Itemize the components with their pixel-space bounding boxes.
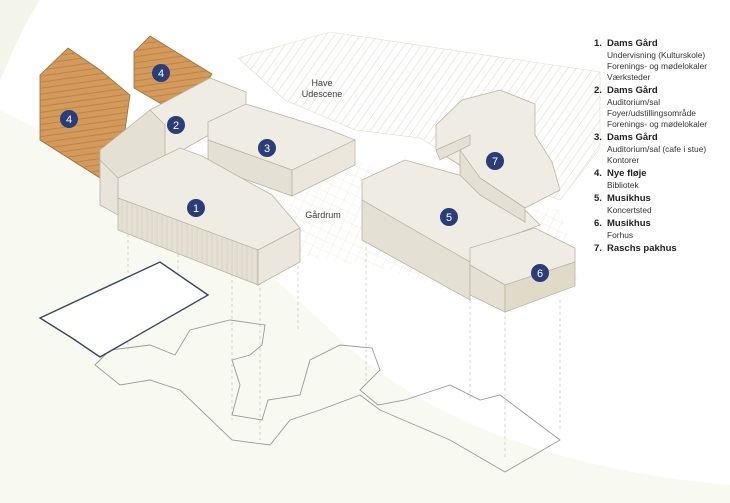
marker-4: 4 bbox=[152, 64, 170, 82]
legend-item: 7. Raschs pakhus bbox=[594, 243, 724, 255]
legend-item-detail: Kontorer bbox=[607, 155, 640, 165]
legend-item-heading: 3. Dams Gård bbox=[594, 132, 724, 144]
legend-item-heading: 4. Nye fløje bbox=[594, 168, 724, 180]
svg-text:5: 5 bbox=[446, 212, 452, 224]
garden-label: Udescene bbox=[302, 89, 343, 99]
legend-item-title: Musikhus bbox=[607, 193, 651, 204]
legend-item-heading: 2. Dams Gård bbox=[594, 85, 724, 97]
legend-item-detail: Forenings- og mødelokaler bbox=[607, 61, 708, 71]
legend-item-number: 6. bbox=[594, 218, 602, 229]
garden-label: Have bbox=[311, 78, 332, 88]
legend-item-heading: 5. Musikhus bbox=[594, 193, 724, 205]
svg-text:3: 3 bbox=[264, 143, 270, 155]
svg-text:6: 6 bbox=[537, 268, 543, 280]
floor-plan-new-wing bbox=[38, 261, 210, 358]
floor-plan-outline bbox=[94, 319, 561, 473]
building-6 bbox=[469, 227, 576, 313]
marker-7: 7 bbox=[486, 152, 504, 170]
building-3 bbox=[207, 103, 356, 197]
courtyard-label: Gårdrum bbox=[305, 210, 341, 220]
marker-1: 1 bbox=[187, 199, 205, 217]
legend-item-heading: 7. Raschs pakhus bbox=[594, 243, 724, 255]
legend-item-title: Nye fløje bbox=[607, 168, 647, 179]
legend-item-detail: Auditorium/sal (cafe i stue) bbox=[607, 144, 707, 154]
marker-3: 3 bbox=[258, 139, 276, 157]
marker-5: 5 bbox=[440, 208, 458, 226]
legend-item-detail: Forenings- og mødelokaler bbox=[607, 119, 708, 129]
legend-item-number: 2. bbox=[594, 85, 602, 96]
legend-item-number: 7. bbox=[594, 243, 602, 254]
legend-item-detail: Forhus bbox=[607, 230, 634, 240]
legend-item-number: 4. bbox=[594, 168, 602, 179]
legend-item-detail: Værksteder bbox=[607, 72, 651, 82]
svg-text:2: 2 bbox=[173, 120, 179, 132]
legend-item-title: Dams Gård bbox=[607, 38, 658, 49]
legend-item-number: 3. bbox=[594, 132, 602, 143]
legend-item-heading: 1. Dams Gård bbox=[594, 38, 724, 50]
legend-item-title: Musikhus bbox=[607, 218, 651, 229]
legend-item-title: Dams Gård bbox=[607, 85, 658, 96]
legend-item-detail: Auditorium/sal bbox=[607, 97, 661, 107]
legend-item-detail: Bibliotek bbox=[607, 180, 639, 190]
svg-text:1: 1 bbox=[193, 203, 199, 215]
building-1 bbox=[99, 147, 301, 286]
terrain-band bbox=[0, 110, 730, 503]
svg-text:4: 4 bbox=[158, 68, 164, 80]
svg-text:7: 7 bbox=[492, 156, 498, 168]
marker-2: 2 bbox=[167, 116, 185, 134]
svg-text:4: 4 bbox=[66, 114, 72, 126]
legend-item-number: 5. bbox=[594, 193, 602, 204]
marker-4: 4 bbox=[60, 110, 78, 128]
legend-item-number: 1. bbox=[594, 38, 602, 49]
legend-item-detail: Foyer/udstillingsområde bbox=[607, 108, 696, 118]
legend-item-title: Raschs pakhus bbox=[607, 243, 677, 254]
legend-item-title: Dams Gård bbox=[607, 132, 658, 143]
legend-item-heading: 6. Musikhus bbox=[594, 218, 724, 230]
legend-item-detail: Koncertsted bbox=[607, 205, 652, 215]
building-7 bbox=[435, 89, 561, 223]
legend-item-detail: Undervisning (Kulturskole) bbox=[607, 50, 706, 60]
marker-6: 6 bbox=[531, 264, 549, 282]
terrain-band bbox=[0, 0, 40, 80]
